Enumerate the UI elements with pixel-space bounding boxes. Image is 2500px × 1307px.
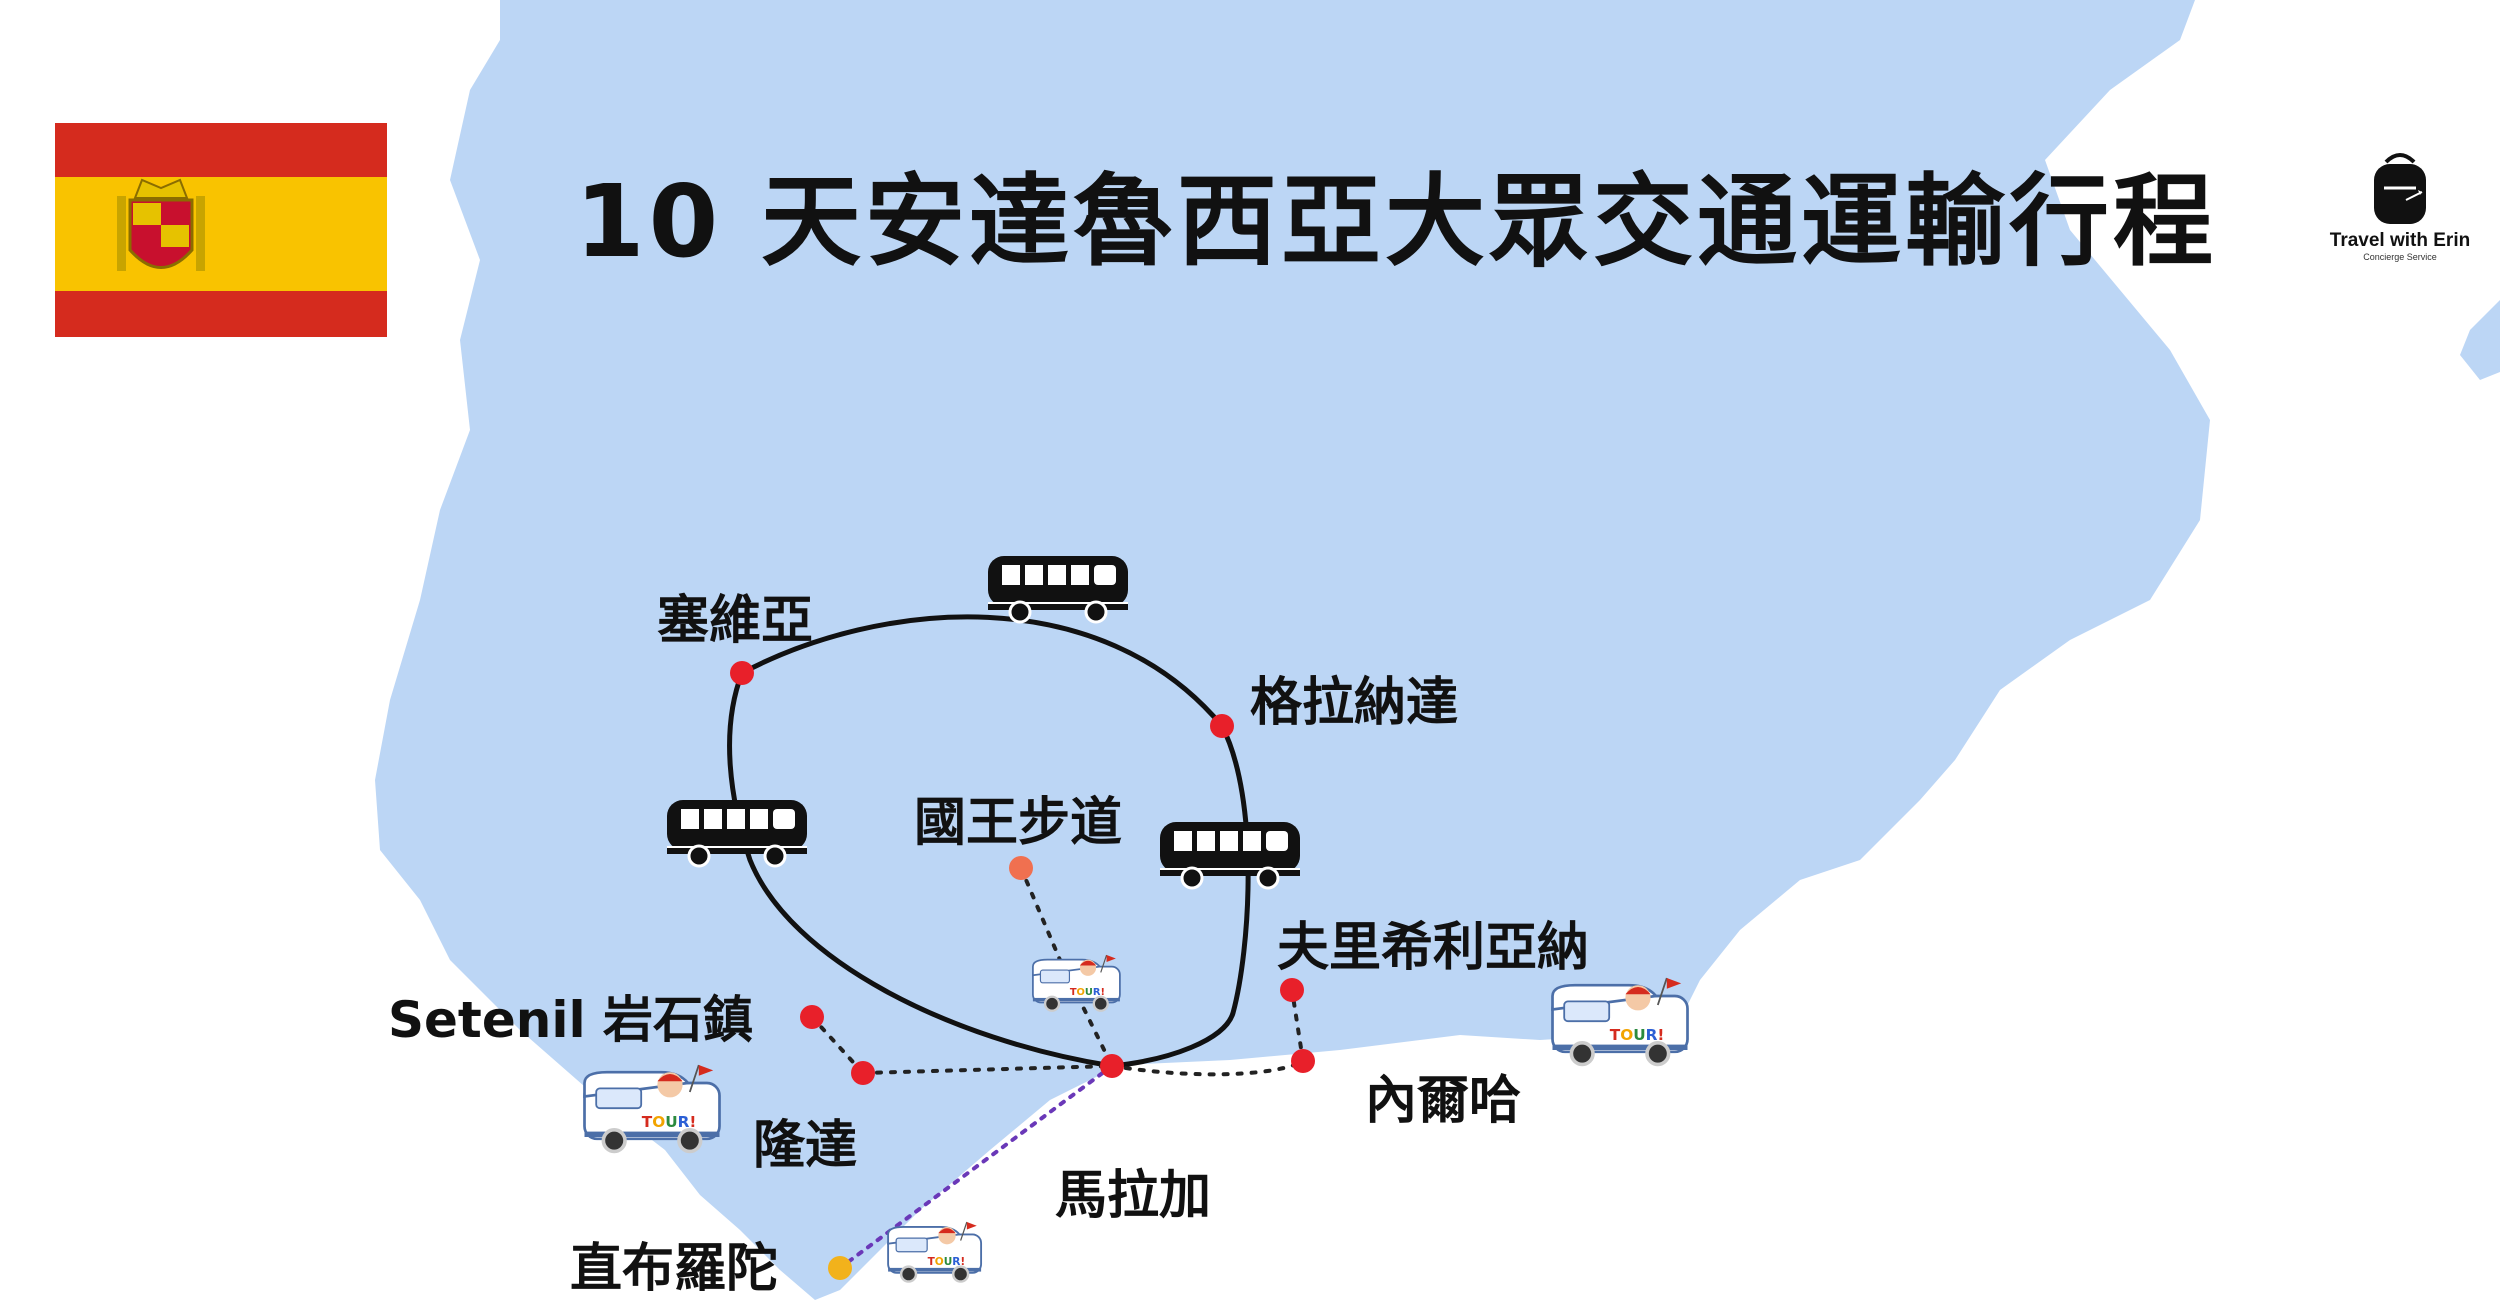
city-label-frigiliana: 夫里希利亞納 [1277,918,1590,978]
route-ronda-malaga [861,1064,1114,1075]
setenil-marker[interactable] [800,1005,824,1029]
frigiliana-marker[interactable] [1280,978,1304,1002]
sevilla-marker[interactable] [730,661,754,685]
spain-flag [55,123,387,337]
city-label-caminito: 國王步道 [914,793,1123,853]
logo-tagline: Concierge Service [2363,252,2437,262]
coat-of-arms-icon [117,178,205,271]
route-setenil-ronda [810,1015,865,1075]
malaga-marker[interactable] [1100,1054,1124,1078]
tour-van-icon [886,1220,983,1283]
nerja-marker[interactable] [1291,1049,1315,1073]
logo-name: Travel with Erin [2329,230,2471,251]
city-label-granada: 格拉納達 [1250,673,1459,733]
gibraltar-marker[interactable] [828,1256,852,1280]
city-label-ronda: 隆達 [753,1116,858,1176]
city-label-gibraltar: 直布羅陀 [570,1239,779,1299]
brand-logo: Travel with Erin Concierge Service [2320,148,2480,268]
bus-route-loop [727,614,1251,1069]
iberia-landmass [375,0,2210,1300]
balearic-landmass [2460,300,2500,380]
backpack-icon [2374,153,2426,224]
city-label-sevilla: 塞維亞 [657,591,814,651]
city-label-setenil: Setenil 岩石鎮 [388,991,754,1049]
ronda-marker[interactable] [851,1061,875,1085]
city-label-nerja: 內爾哈 [1365,1071,1522,1131]
page-title: 10 天安達魯西亞大眾交通運輸行程 [575,163,2217,280]
caminito-marker[interactable] [1009,856,1033,880]
granada-marker[interactable] [1210,714,1234,738]
city-label-malaga: 馬拉加 [1055,1166,1212,1226]
route-malaga-gibraltar [838,1064,1114,1270]
